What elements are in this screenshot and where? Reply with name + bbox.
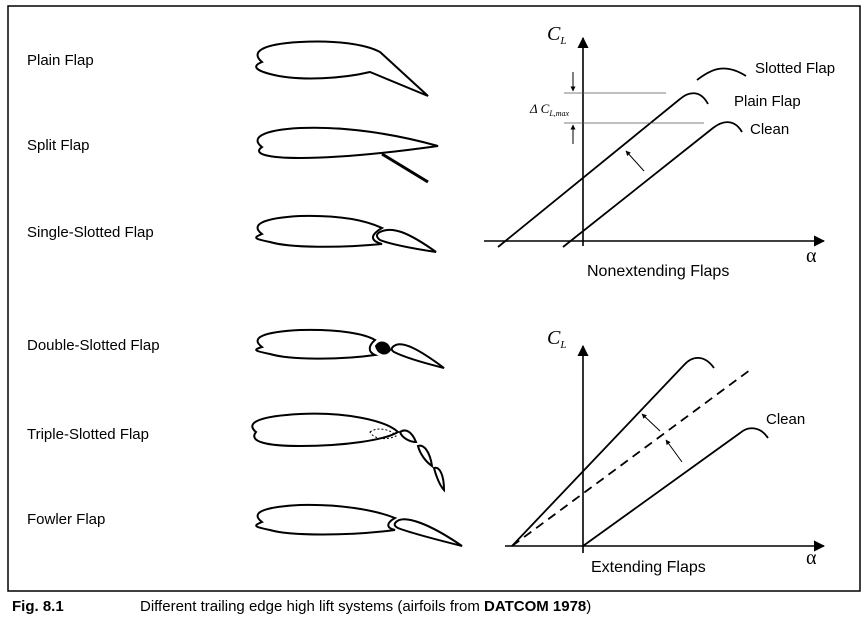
figure-number: Fig. 8.1 <box>12 598 64 615</box>
bottom-label-clean: Clean <box>766 411 805 428</box>
bottom-chart: CL α Clean Extending Flaps <box>505 327 826 576</box>
flap-label-split: Split Flap <box>27 137 90 154</box>
bottom-shift-arrow-lower <box>665 439 683 463</box>
airfoil-double-slotted <box>255 328 445 369</box>
airfoil-fowler-flap <box>255 503 463 547</box>
airfoil-split-flap <box>256 126 439 184</box>
flap-label-double-slotted: Double-Slotted Flap <box>27 337 160 354</box>
figure-caption: Fig. 8.1 Different trailing edge high lif… <box>12 598 591 615</box>
flap-label-fowler: Fowler Flap <box>27 511 106 528</box>
top-y-axis-label: CL <box>547 23 566 47</box>
top-chart-title: Nonextending Flaps <box>587 263 729 280</box>
bottom-curve-clean <box>582 427 769 547</box>
top-shift-arrow <box>625 150 645 172</box>
bottom-curve-extended <box>511 356 715 547</box>
delta-clmax-label: Δ CL,max <box>529 101 570 118</box>
flap-label-plain: Plain Flap <box>27 52 94 69</box>
flap-label-single-slotted: Single-Slotted Flap <box>27 224 154 241</box>
top-curve-plain-flap <box>497 92 709 248</box>
bottom-x-axis-label: α <box>806 547 817 569</box>
bottom-y-axis-label: CL <box>547 327 566 351</box>
top-chart: CL α Δ CL,max Slotted Flap Plain Flap Cl… <box>484 23 835 280</box>
bottom-curve-dashed <box>511 369 751 547</box>
top-label-slotted-flap: Slotted Flap <box>755 60 835 77</box>
airfoil-triple-slotted <box>251 412 446 493</box>
bottom-chart-title: Extending Flaps <box>591 559 706 576</box>
top-curve-clean <box>562 121 743 248</box>
caption-suffix: ) <box>586 598 592 615</box>
caption-source: DATCOM 1978 <box>484 598 587 615</box>
top-curve-slotted-flap <box>696 67 747 81</box>
bottom-shift-arrow-upper <box>641 413 661 432</box>
flap-label-triple-slotted: Triple-Slotted Flap <box>27 426 149 443</box>
caption-text: Different trailing edge high lift system… <box>140 598 485 615</box>
top-label-plain-flap: Plain Flap <box>734 93 801 110</box>
figure-border <box>7 5 861 592</box>
airfoil-plain-flap <box>255 40 429 97</box>
top-label-clean: Clean <box>750 121 789 138</box>
top-x-axis-label: α <box>806 245 817 267</box>
airfoil-single-slotted <box>255 214 437 253</box>
